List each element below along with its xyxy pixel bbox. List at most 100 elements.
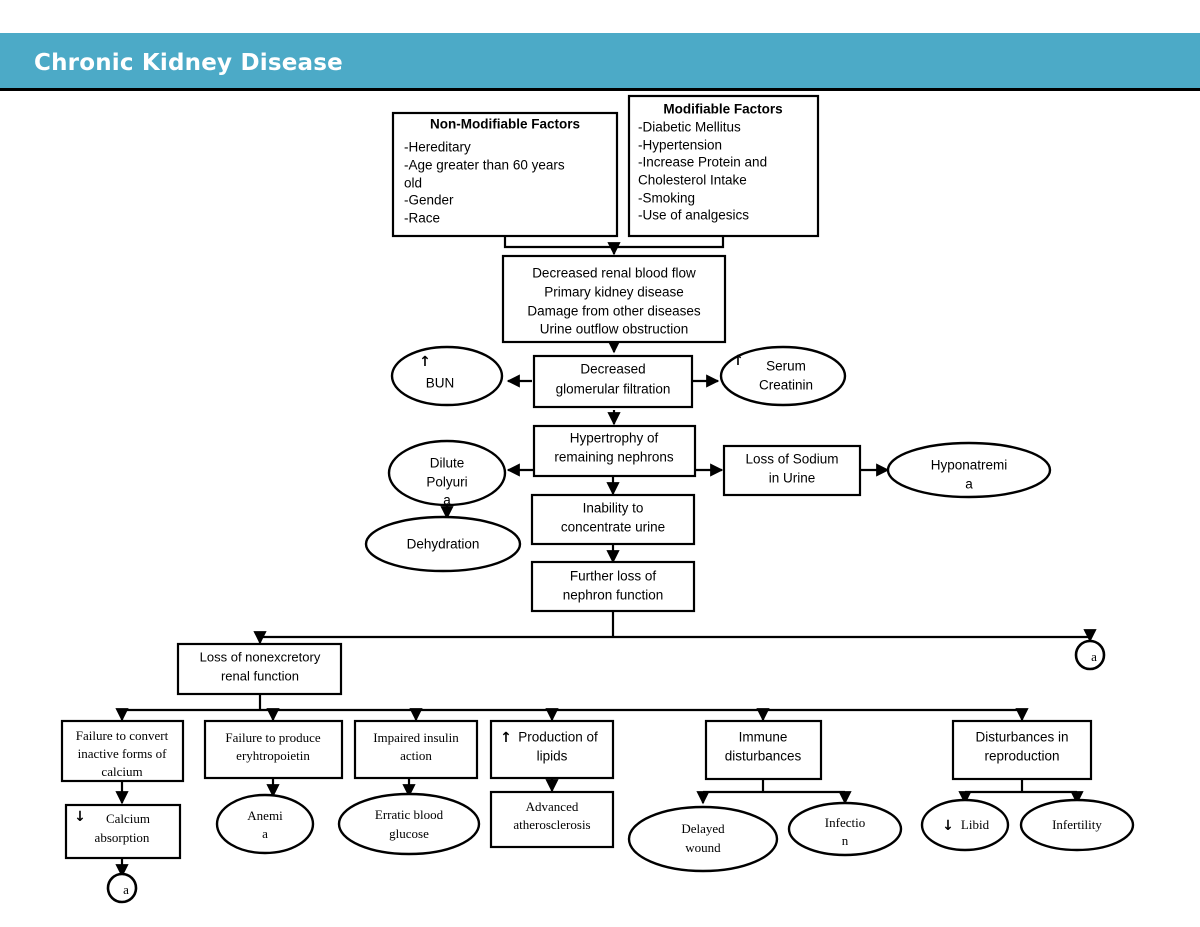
gfr-line-0: Decreased xyxy=(580,362,645,377)
header-divider xyxy=(0,88,1200,91)
wound-line-0: Delayed xyxy=(681,821,725,836)
node-failure-convert-calcium[interactable]: Failure to convert inactive forms of cal… xyxy=(60,719,185,783)
calcium-convert-line-1: inactive forms of xyxy=(78,746,167,761)
modifiable-item-4: -Smoking xyxy=(638,191,695,206)
calcium-convert-line-0: Failure to convert xyxy=(76,728,169,743)
node-decreased-gfr[interactable]: Decreased glomerular filtration xyxy=(532,354,694,409)
anemia-line-1: a xyxy=(262,826,268,841)
non-modifiable-item-2: old xyxy=(404,176,422,191)
atherosclerosis-line-1: atherosclerosis xyxy=(513,817,590,832)
hyponatremia-line-0: Hyponatremi xyxy=(931,458,1008,473)
down-arrow-icon-libido: ↓ xyxy=(942,818,954,834)
polyuria-line-1: Polyuri xyxy=(426,475,467,490)
header-bar xyxy=(0,33,1200,88)
atherosclerosis-line-0: Advanced xyxy=(526,799,579,814)
up-arrow-icon-creatinin: ↑ xyxy=(732,353,744,369)
insulin-line-1: action xyxy=(400,748,432,763)
node-anemia[interactable]: Anemi a xyxy=(215,793,315,855)
reproduction-line-1: reproduction xyxy=(984,749,1059,764)
node-immune-disturbances[interactable]: Immune disturbances xyxy=(704,719,823,781)
modifiable-heading: Modifiable Factors xyxy=(663,102,782,117)
node-erratic-glucose[interactable]: Erratic blood glucose xyxy=(337,792,481,856)
creatinin-line-1: Creatinin xyxy=(759,378,813,393)
edge-immune-split xyxy=(703,779,845,794)
node-infertility[interactable]: Infertility xyxy=(1019,798,1135,852)
insulin-line-0: Impaired insulin xyxy=(373,730,459,745)
right-circle-label: a xyxy=(1091,649,1097,664)
node-non-modifiable-factors[interactable]: Non-Modifiable Factors -Hereditary -Age … xyxy=(391,111,619,238)
erythropoietin-line-0: Failure to produce xyxy=(225,730,321,745)
node-dilute-polyuria[interactable]: Dilute Polyuri a xyxy=(387,439,507,508)
causes-line-1: Primary kidney disease xyxy=(544,285,684,300)
node-delayed-wound[interactable]: Delayed wound xyxy=(627,805,779,873)
node-inability-concentrate[interactable]: Inability to concentrate urine xyxy=(530,493,696,546)
anemia-line-0: Anemi xyxy=(247,808,283,823)
infection-line-1: n xyxy=(842,833,849,848)
calcium-convert-line-2: calcium xyxy=(101,764,142,779)
further-loss-line-1: nephron function xyxy=(563,588,664,603)
nonexcretory-line-0: Loss of nonexcretory xyxy=(200,649,321,664)
sodium-line-0: Loss of Sodium xyxy=(745,452,838,467)
calcium-absorption-line-0: Calcium xyxy=(106,811,150,826)
hypertrophy-line-0: Hypertrophy of xyxy=(570,431,659,446)
reproduction-line-0: Disturbances in xyxy=(975,730,1068,745)
modifiable-item-1: -Hypertension xyxy=(638,138,722,153)
inability-line-0: Inability to xyxy=(583,501,644,516)
nonexcretory-line-1: renal function xyxy=(221,668,299,683)
node-modifiable-factors[interactable]: Modifiable Factors -Diabetic Mellitus -H… xyxy=(627,94,820,238)
node-serum-creatinin[interactable]: ↑ Serum Creatinin xyxy=(719,345,847,407)
edge-reproduction-split xyxy=(965,779,1077,794)
infection-line-0: Infectio xyxy=(825,815,865,830)
edge-further-loss-bar xyxy=(260,610,1090,639)
node-calcium-circle[interactable]: a xyxy=(106,872,138,904)
node-impaired-insulin[interactable]: Impaired insulin action xyxy=(353,719,479,780)
up-arrow-icon-bun: ↑ xyxy=(419,354,431,370)
node-advanced-atherosclerosis[interactable]: Advanced atherosclerosis xyxy=(489,790,615,849)
node-loss-of-sodium[interactable]: Loss of Sodium in Urine xyxy=(722,444,862,497)
node-right-circle[interactable]: a xyxy=(1074,639,1106,671)
down-arrow-icon-calcium: ↓ xyxy=(74,809,86,825)
polyuria-line-0: Dilute xyxy=(430,456,465,471)
non-modifiable-heading: Non-Modifiable Factors xyxy=(430,117,580,132)
node-disturbances-reproduction[interactable]: Disturbances in reproduction xyxy=(951,719,1093,781)
glucose-line-1: glucose xyxy=(389,826,429,841)
immune-line-1: disturbances xyxy=(725,749,802,764)
non-modifiable-item-0: -Hereditary xyxy=(404,140,471,155)
node-dehydration[interactable]: Dehydration xyxy=(364,515,522,573)
node-failure-erythropoietin[interactable]: Failure to produce eryhtropoietin xyxy=(203,719,344,780)
hyponatremia-line-1: a xyxy=(965,477,973,492)
up-arrow-icon-lipids: ↑ xyxy=(500,730,512,746)
node-production-lipids[interactable]: ↑ Production of lipids xyxy=(489,719,615,780)
node-bun[interactable]: ↑ BUN xyxy=(390,345,504,407)
node-calcium-absorption[interactable]: ↓ Calcium absorption xyxy=(64,803,182,860)
causes-line-2: Damage from other diseases xyxy=(527,304,701,319)
dehydration-label: Dehydration xyxy=(407,537,480,552)
calcium-absorption-line-1: absorption xyxy=(95,830,150,845)
wound-line-1: wound xyxy=(685,840,721,855)
page-title: Chronic Kidney Disease xyxy=(34,50,343,76)
node-libido[interactable]: ↓ Libid xyxy=(920,798,1010,852)
further-loss-line-0: Further loss of xyxy=(570,569,657,584)
lipids-line-0: Production of xyxy=(518,730,598,745)
calcium-circle-label: a xyxy=(123,882,129,897)
node-hyponatremia[interactable]: Hyponatremi a xyxy=(886,441,1052,499)
infertility-label: Infertility xyxy=(1052,817,1102,832)
node-hypertrophy[interactable]: Hypertrophy of remaining nephrons xyxy=(532,424,697,478)
polyuria-line-2: a xyxy=(443,493,451,508)
sodium-line-1: in Urine xyxy=(769,471,816,486)
causes-line-3: Urine outflow obstruction xyxy=(540,322,689,337)
node-infection[interactable]: Infectio n xyxy=(787,801,903,857)
modifiable-item-2: -Increase Protein and xyxy=(638,155,767,170)
node-further-loss[interactable]: Further loss of nephron function xyxy=(530,560,696,613)
node-loss-nonexcretory[interactable]: Loss of nonexcretory renal function xyxy=(176,642,343,696)
hypertrophy-line-1: remaining nephrons xyxy=(554,450,674,465)
inability-line-1: concentrate urine xyxy=(561,520,665,535)
node-causes[interactable]: Decreased renal blood flow Primary kidne… xyxy=(501,254,727,344)
non-modifiable-item-4: -Race xyxy=(404,211,440,226)
libido-label: Libid xyxy=(961,817,990,832)
modifiable-item-3: Cholesterol Intake xyxy=(638,173,747,188)
edge-factors-merge xyxy=(503,236,725,249)
causes-line-0: Decreased renal blood flow xyxy=(532,266,696,281)
